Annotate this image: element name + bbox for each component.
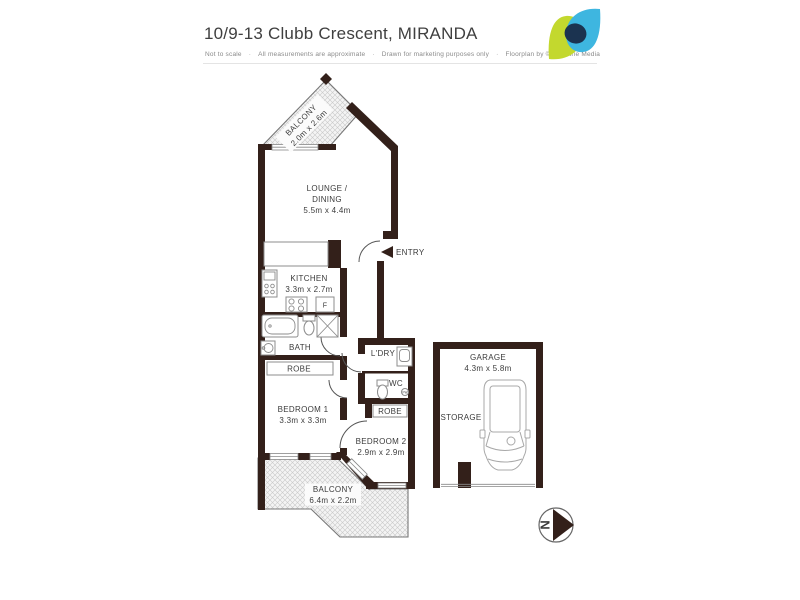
room-label-bath: BATH bbox=[289, 343, 311, 352]
svg-text:4.3m x 5.8m: 4.3m x 5.8m bbox=[464, 364, 511, 373]
balcony-corner-cap bbox=[320, 73, 332, 85]
robe-shelf-bed2 bbox=[372, 404, 408, 418]
disclaimer-item: Not to scale bbox=[205, 51, 242, 58]
robe-shelf-bed1 bbox=[266, 361, 334, 376]
entry-door-arc bbox=[358, 240, 381, 263]
cooktop bbox=[285, 296, 308, 313]
toilet-bath bbox=[302, 314, 316, 322]
bedroom1-door-arc bbox=[328, 379, 348, 399]
header-divider bbox=[203, 63, 597, 64]
misc-fixtures: FW bbox=[266, 346, 413, 418]
svg-text:5.5m x 4.4m: 5.5m x 4.4m bbox=[303, 206, 350, 215]
north-compass: N bbox=[538, 507, 574, 543]
doors bbox=[320, 240, 381, 449]
svg-text:3.3m x 3.3m: 3.3m x 3.3m bbox=[279, 416, 326, 425]
room-label-laundry: L'DRY bbox=[371, 349, 396, 358]
floor-waste bbox=[401, 388, 409, 396]
room-label-kitchen: KITCHEN bbox=[290, 274, 327, 283]
industrie-media-logo bbox=[548, 8, 601, 60]
disclaimer-item: All measurements are approximate bbox=[258, 51, 366, 58]
room-label-storage: STORAGE bbox=[440, 413, 481, 422]
floor-waste-label: FW bbox=[403, 390, 408, 394]
room-label-garage: GARAGE bbox=[470, 353, 506, 362]
disclaimer-separator: · bbox=[496, 51, 499, 58]
room-label-balcony-bottom: BALCONY bbox=[313, 485, 354, 494]
bath-door-arc bbox=[320, 336, 341, 357]
svg-text:6.4m x 2.2m: 6.4m x 2.2m bbox=[309, 496, 356, 505]
room-label-bedroom2: BEDROOM 2 bbox=[356, 437, 407, 446]
fridge bbox=[315, 296, 335, 313]
page-title: 10/9-13 Clubb Crescent, MIRANDA bbox=[204, 24, 478, 43]
kitchen-fixtures: F bbox=[261, 241, 335, 313]
svg-text:DINING: DINING bbox=[312, 195, 342, 204]
north-label: N bbox=[538, 520, 553, 529]
room-label-bedroom1: BEDROOM 1 bbox=[278, 405, 329, 414]
bath-fixtures bbox=[260, 314, 339, 356]
room-label-lounge: LOUNGE / bbox=[307, 184, 348, 193]
laundry-door-arc bbox=[341, 352, 362, 373]
room-label-robe2: ROBE bbox=[378, 407, 402, 416]
svg-text:3.3m x 2.7m: 3.3m x 2.7m bbox=[285, 285, 332, 294]
walls bbox=[258, 102, 543, 510]
svg-text:2.9m x 2.9m: 2.9m x 2.9m bbox=[357, 448, 404, 457]
bathtub bbox=[261, 314, 299, 338]
disclaimer-separator: · bbox=[372, 51, 375, 58]
north-arrow-icon bbox=[553, 509, 574, 541]
room-label-wc: WC bbox=[389, 379, 403, 388]
fridge-label: F bbox=[323, 303, 328, 310]
entry-arrow-icon bbox=[381, 246, 393, 258]
garage-pillar bbox=[458, 462, 471, 488]
logo-navy-circle bbox=[564, 23, 587, 44]
room-label-robe1: ROBE bbox=[287, 365, 311, 374]
kitchen-bench bbox=[263, 241, 329, 267]
disclaimer-separator: · bbox=[248, 51, 252, 58]
bedroom2-door-arc bbox=[339, 420, 368, 449]
car bbox=[479, 379, 531, 471]
garage-wall bbox=[433, 342, 543, 349]
disclaimer-item: Drawn for marketing purposes only bbox=[381, 51, 490, 58]
room-label-entry: ENTRY bbox=[396, 248, 425, 257]
